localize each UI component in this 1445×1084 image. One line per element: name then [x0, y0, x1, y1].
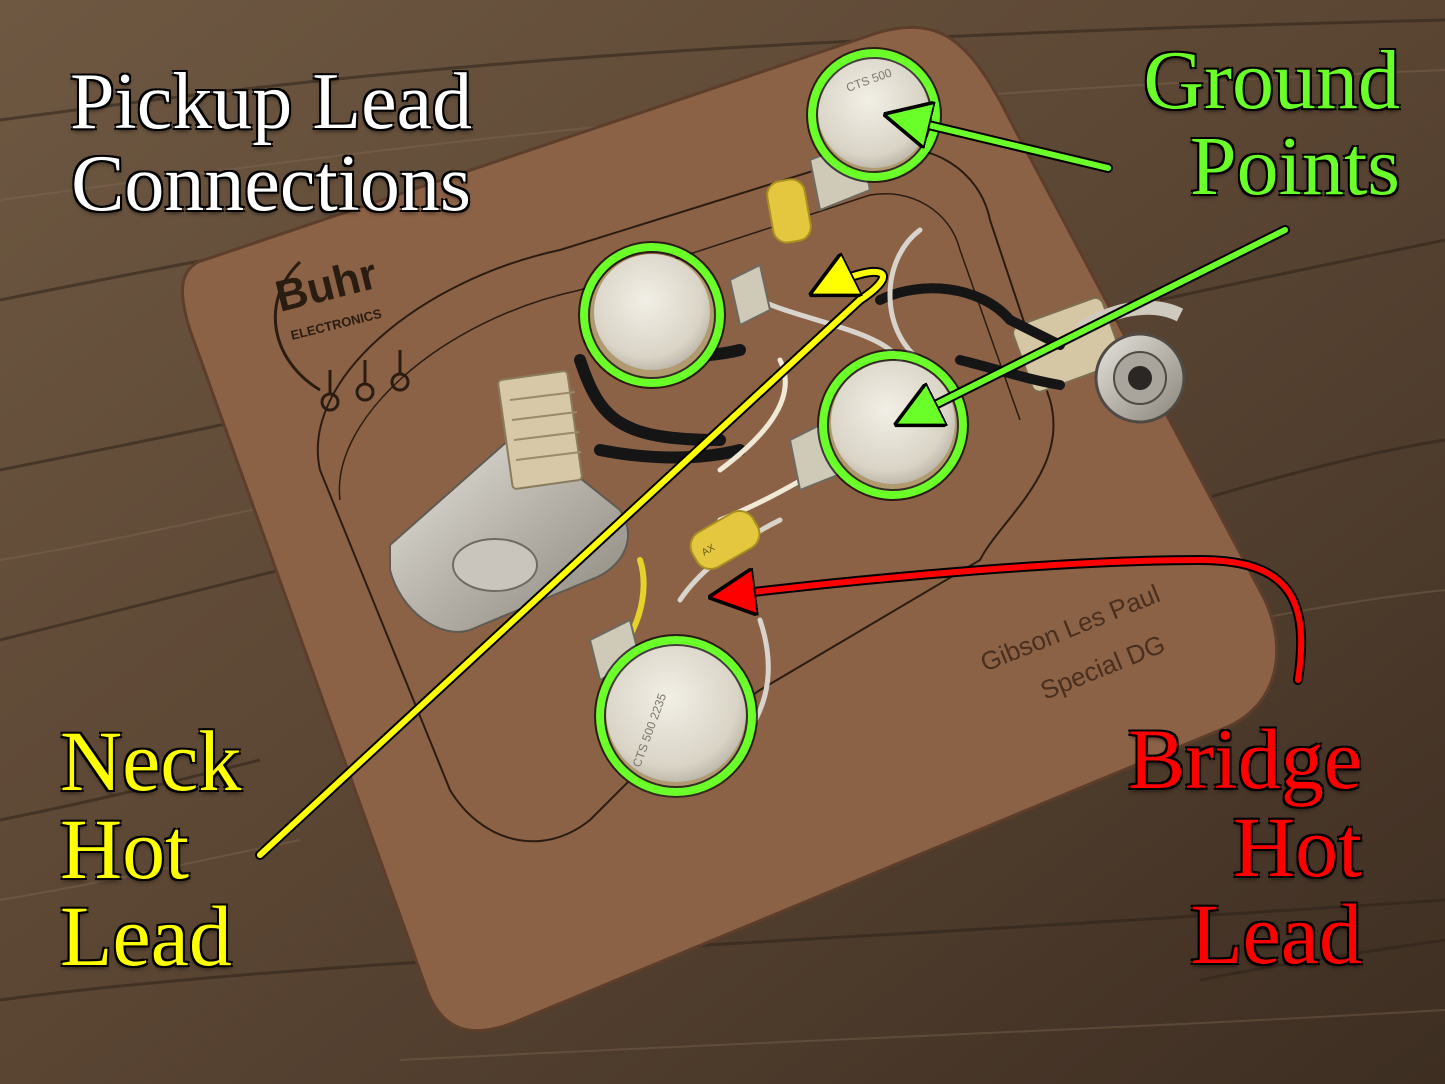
bridge-hot-arrow — [720, 554, 1307, 685]
ground-circle-left — [580, 243, 724, 387]
neck-label-line3: Lead — [59, 888, 232, 985]
ground-circle-top — [808, 49, 940, 181]
bridge-label-line2: Hot — [1232, 798, 1363, 895]
pickup-lead-connections-label: Pickup Lead Connections — [69, 58, 473, 228]
ground-point-circles — [580, 49, 967, 796]
ground-label-line2: Points — [1189, 119, 1401, 213]
potentiometers: CTS 500 CTS 500 2235 — [588, 56, 961, 798]
bridge-label-line3: Lead — [1189, 886, 1362, 983]
ground-arrows — [895, 117, 1290, 420]
pickup-label-line1: Pickup Lead — [69, 58, 473, 146]
annotation-arrows — [255, 117, 1307, 860]
bridge-label-line1: Bridge — [1127, 711, 1363, 807]
bridge-hot-lead-label: Bridge Hot Lead — [1072, 711, 1363, 983]
pot-left — [588, 254, 716, 382]
neck-label-line2: Hot — [59, 800, 190, 897]
neck-hot-lead-label: Neck Hot Lead — [59, 713, 242, 985]
toggle-switch — [389, 370, 630, 633]
neck-label-line1: Neck — [59, 713, 242, 809]
ground-circle-bottom — [596, 636, 756, 796]
ground-label-line1: Ground — [1143, 34, 1401, 127]
capacitors: AX — [689, 178, 812, 570]
neck-hot-arrow — [255, 272, 888, 860]
pickup-label-line2: Connections — [70, 139, 472, 228]
ground-points-label: Ground Points — [1088, 34, 1401, 213]
pot-bottom: CTS 500 2235 — [598, 642, 754, 798]
ground-circle-middle — [819, 351, 967, 499]
